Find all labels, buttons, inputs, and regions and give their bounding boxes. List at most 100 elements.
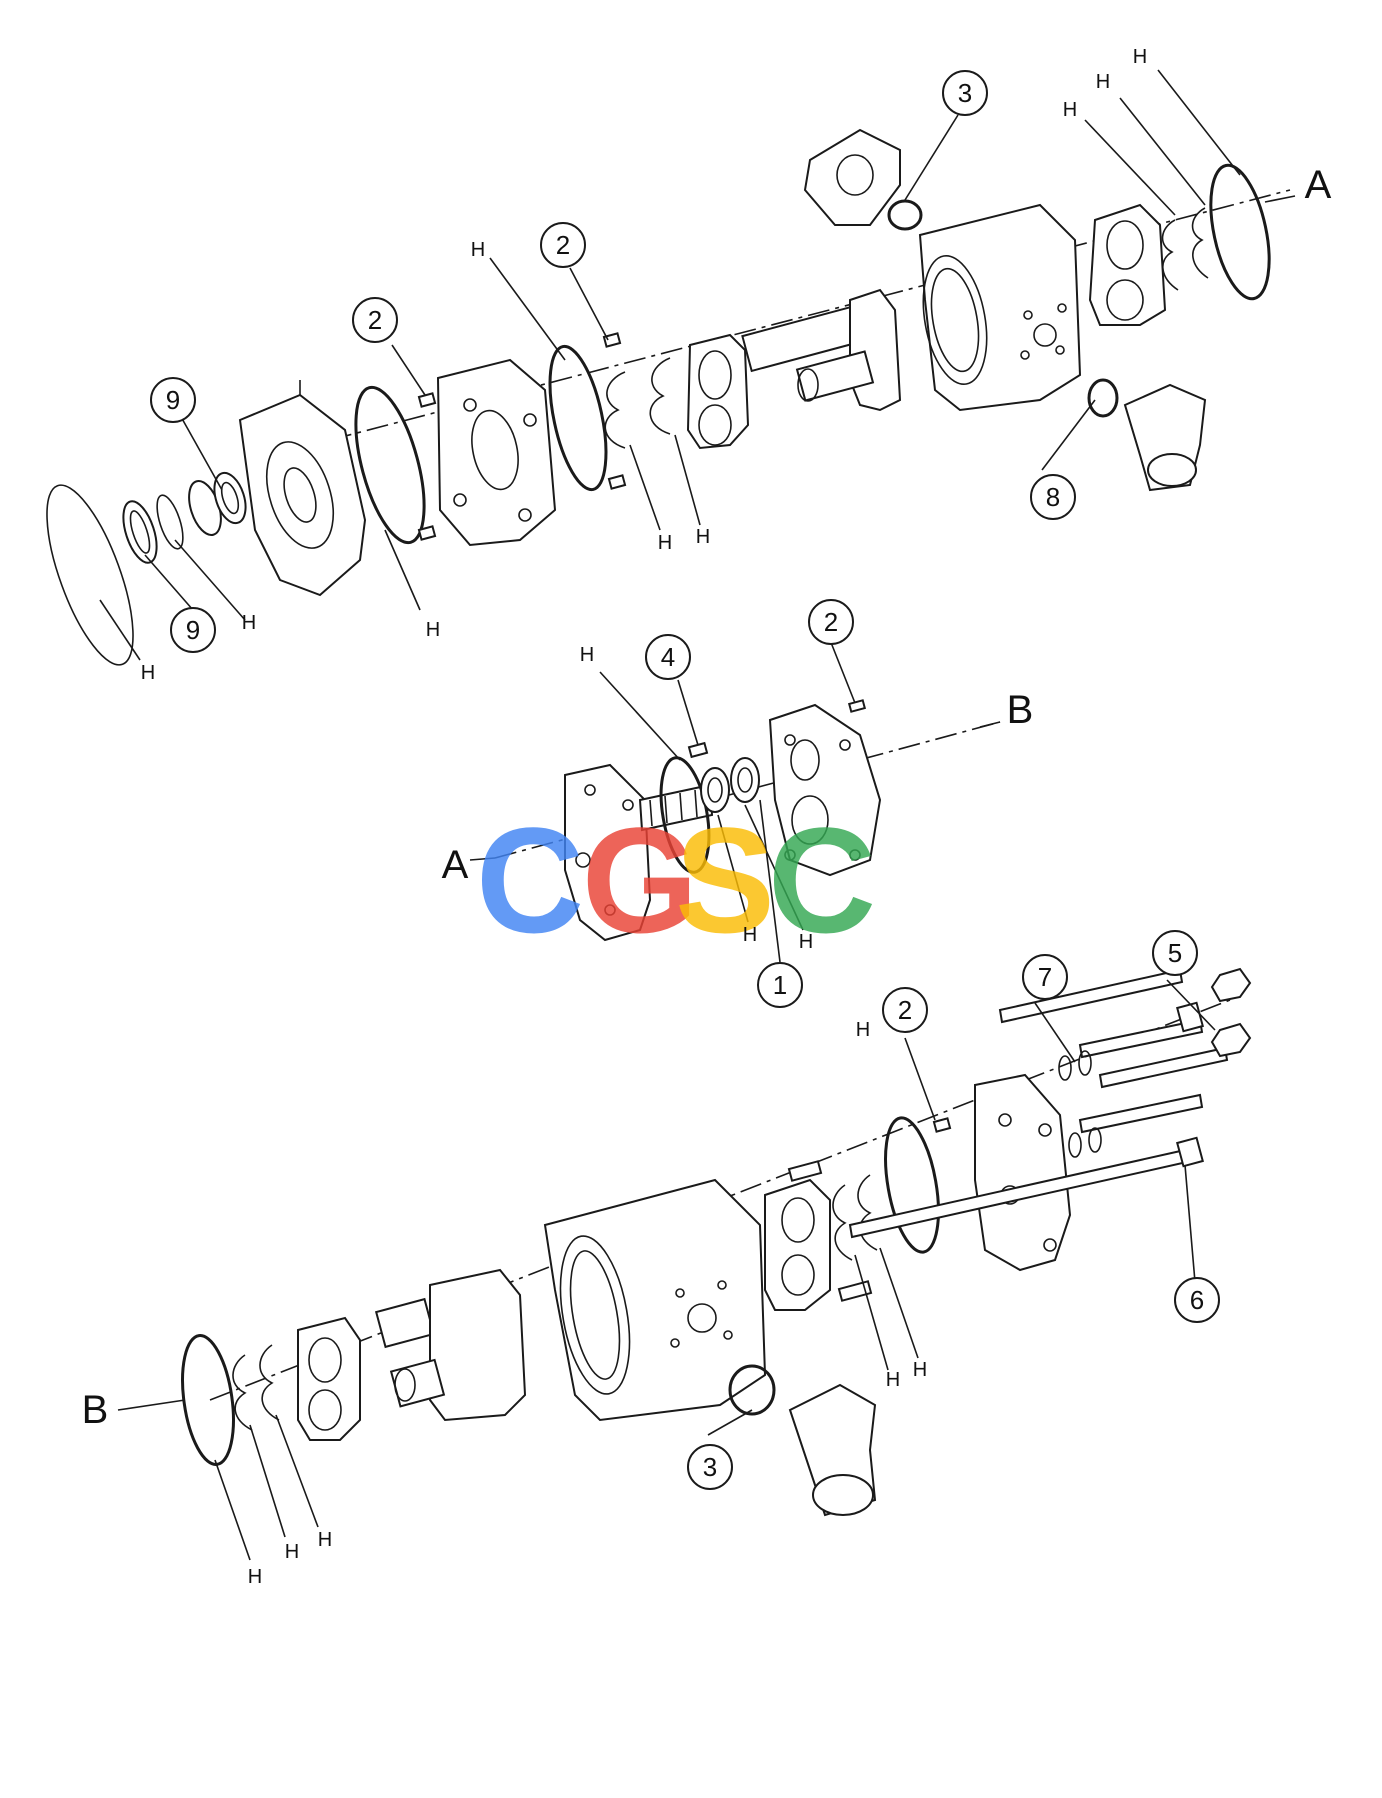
h-label: H <box>580 644 594 666</box>
h-label: H <box>856 1019 870 1041</box>
callout-2-c: 2 <box>808 599 854 645</box>
bottom-o-ring-part <box>181 1334 235 1466</box>
middle-assembly <box>564 699 882 942</box>
h-label: H <box>1096 71 1110 93</box>
bottom-rear-bearing-part <box>764 1178 831 1311</box>
svg-text:9: 9 <box>186 615 200 645</box>
callout-2-d: 2 <box>882 987 928 1033</box>
h-label: H <box>248 1566 262 1588</box>
port-o-ring-right-part <box>1087 378 1119 418</box>
callout-1: 1 <box>757 962 803 1008</box>
dowel-pin-part <box>417 392 437 408</box>
port-fitting-top-part <box>803 128 901 226</box>
h-label: H <box>696 526 710 548</box>
stud-long-part <box>998 968 1184 1024</box>
bottom-pump-housing-part <box>543 1178 767 1422</box>
middle-seal-part <box>700 767 730 813</box>
bearing-block-part <box>686 333 750 450</box>
callout-6: 6 <box>1174 1277 1220 1323</box>
svg-text:2: 2 <box>556 230 570 260</box>
watermark-letter: C <box>476 796 584 964</box>
pump-housing-part <box>918 203 1082 412</box>
svg-text:9: 9 <box>166 385 180 415</box>
hex-nut-top-part <box>1210 967 1252 1003</box>
leader-lines <box>99 69 1296 1561</box>
svg-text:6: 6 <box>1190 1285 1204 1315</box>
watermark-letter: G <box>582 796 699 964</box>
gear-pair-part <box>429 1268 527 1422</box>
retaining-ring-part <box>604 371 626 449</box>
h-label: H <box>1063 99 1077 121</box>
stud-part <box>1078 1093 1204 1134</box>
rear-bearing-block-part <box>1088 203 1167 326</box>
front-plate-part <box>436 358 557 547</box>
svg-text:7: 7 <box>1038 962 1052 992</box>
h-label: H <box>799 931 813 953</box>
bottom-bearing-block-part <box>297 1316 361 1441</box>
h-label: H <box>471 239 485 261</box>
callout-8: 8 <box>1030 474 1076 520</box>
end-cover-part <box>974 1073 1072 1272</box>
hex-nut-part <box>1210 1022 1252 1058</box>
h-label: H <box>1133 46 1147 68</box>
h-label: H <box>426 619 440 641</box>
h-label: H <box>285 1541 299 1563</box>
svg-text:2: 2 <box>368 305 382 335</box>
end-cover-o-ring-part <box>884 1116 940 1254</box>
h-label: H <box>743 924 757 946</box>
watermark-letter: C <box>768 796 876 964</box>
flange-o-ring-part <box>354 385 426 545</box>
coupling-shaft-part <box>638 783 714 832</box>
gear-shaft-part <box>374 1297 436 1349</box>
port-o-ring-part <box>887 199 923 231</box>
mounting-flange-part <box>238 393 367 597</box>
ref-a-top: A <box>1305 163 1332 207</box>
middle-plate-part <box>564 763 652 942</box>
callout-2-b: 2 <box>540 222 586 268</box>
h-labels: H H H H H H H H H H H H H H H H H H <box>141 46 1147 1588</box>
callout-3-bottom: 3 <box>687 1444 733 1490</box>
ref-b-middle: B <box>1007 688 1034 732</box>
large-o-ring-left <box>46 484 134 666</box>
svg-text:3: 3 <box>958 78 972 108</box>
ref-a-middle: A <box>442 843 469 887</box>
bottom-assembly <box>181 967 1252 1517</box>
bottom-port-o-ring-part <box>728 1364 776 1416</box>
top-assembly <box>46 128 1271 666</box>
svg-text:5: 5 <box>1168 938 1182 968</box>
svg-text:3: 3 <box>703 1452 717 1482</box>
callout-9-lower: 9 <box>170 607 216 653</box>
rear-o-ring-part <box>1209 163 1271 301</box>
callout-4: 4 <box>645 634 691 680</box>
h-label: H <box>658 532 672 554</box>
bolt-head-part <box>1176 1136 1204 1168</box>
drive-gear-part <box>849 288 902 412</box>
adapter-flange-part <box>768 703 882 877</box>
svg-text:2: 2 <box>824 607 838 637</box>
callout-9-upper: 9 <box>150 377 196 423</box>
callout-3-top: 3 <box>942 70 988 116</box>
h-label: H <box>242 612 256 634</box>
h-label: H <box>141 662 155 684</box>
callout-5: 5 <box>1152 930 1198 976</box>
middle-bearing-part <box>730 757 760 803</box>
callout-7: 7 <box>1022 954 1068 1000</box>
snap-ring-part <box>156 494 184 550</box>
svg-text:1: 1 <box>773 970 787 1000</box>
h-label: H <box>318 1529 332 1551</box>
callout-2-a: 2 <box>352 297 398 343</box>
middle-pin-part <box>687 741 709 759</box>
idler-shaft-part <box>795 350 875 402</box>
svg-text:8: 8 <box>1046 482 1060 512</box>
svg-text:4: 4 <box>661 642 675 672</box>
svg-text:2: 2 <box>898 995 912 1025</box>
shaft-seal-part <box>122 500 158 564</box>
ref-b-bottom: B <box>82 1388 109 1432</box>
watermark-letter: S <box>675 796 775 964</box>
h-label: H <box>886 1369 900 1391</box>
h-label: H <box>913 1359 927 1381</box>
middle-o-ring-part <box>659 756 711 874</box>
reference-letters: A A B B <box>82 163 1332 1432</box>
